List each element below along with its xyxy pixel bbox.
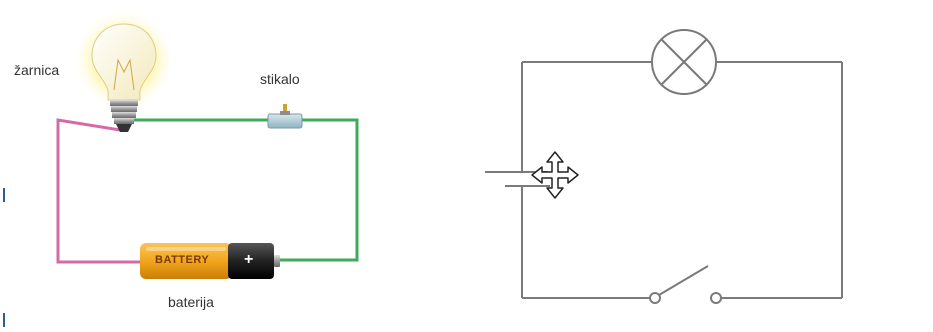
lamp-symbol <box>651 29 717 95</box>
pictorial-circuit <box>56 8 359 279</box>
wire-green-2 <box>278 118 359 262</box>
battery-icon <box>140 243 280 279</box>
switch-icon <box>267 104 303 129</box>
battery-plus-sign: + <box>244 251 254 268</box>
switch-label: stikalo <box>260 71 300 87</box>
move-cursor-icon <box>531 151 579 199</box>
battery-label: baterija <box>168 294 214 310</box>
open-switch-symbol <box>649 265 722 304</box>
edge-mark <box>3 188 5 202</box>
bulb-label: žarnica <box>14 62 60 78</box>
wire-pink <box>56 118 140 264</box>
edge-mark <box>3 313 5 327</box>
battery-brand-text: BATTERY <box>155 254 210 266</box>
